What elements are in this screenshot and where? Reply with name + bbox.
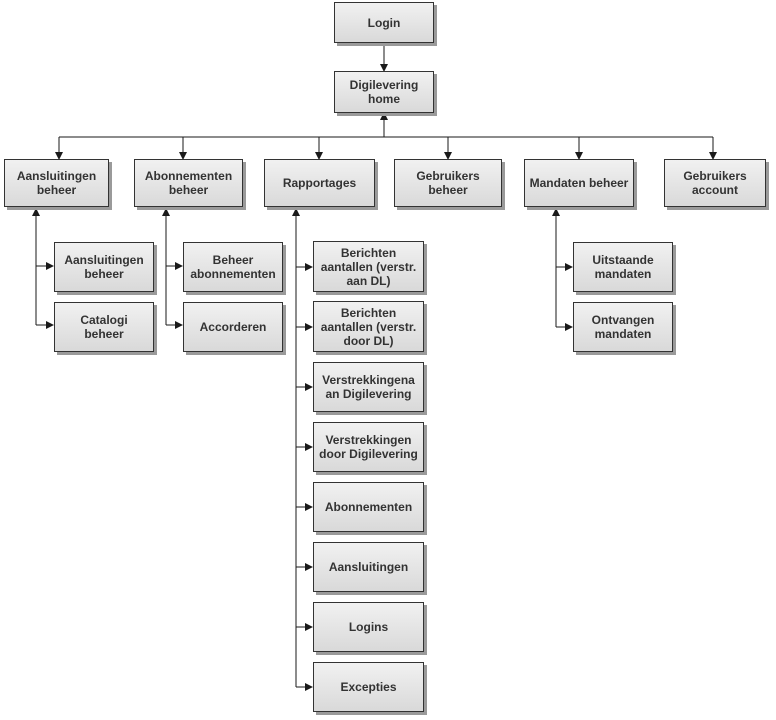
node-berichten-aantallen-aan-dl: Berichten aantallen (verstr. aan DL): [313, 241, 424, 292]
node-login: Login: [334, 2, 434, 43]
node-berichten-aantallen-door-dl: Berichten aantallen (verstr. door DL): [313, 301, 424, 352]
node-excepties: Excepties: [313, 662, 424, 712]
node-ontvangen-mandaten: Ontvangen mandaten: [573, 302, 673, 352]
node-catalogi-beheer: Catalogi beheer: [54, 302, 154, 352]
node-mandaten-beheer: Mandaten beheer: [524, 159, 634, 207]
node-aansluitingen-beheer: Aansluitingen beheer: [4, 159, 109, 207]
node-gebruikers-beheer: Gebruikers beheer: [394, 159, 502, 207]
node-verstrekkingen-door-digilevering: Verstrekkingen door Digilevering: [313, 422, 424, 472]
node-uitstaande-mandaten: Uitstaande mandaten: [573, 242, 673, 292]
node-rapportages: Rapportages: [264, 159, 375, 207]
node-beheer-abonnementen: Beheer abonnementen: [183, 242, 283, 292]
node-abonnementen-beheer: Abonnementen beheer: [134, 159, 243, 207]
node-aansluitingen: Aansluitingen: [313, 542, 424, 592]
node-gebruikers-account: Gebruikers account: [664, 159, 766, 207]
node-aansluitingen-beheer-sub: Aansluitingen beheer: [54, 242, 154, 292]
node-digilevering-home: Digilevering home: [334, 71, 434, 113]
node-verstrekkingen-aan-digilevering: Verstrekkingena an Digilevering: [313, 362, 424, 412]
node-abonnementen: Abonnementen: [313, 482, 424, 532]
node-logins: Logins: [313, 602, 424, 652]
node-accorderen: Accorderen: [183, 302, 283, 352]
